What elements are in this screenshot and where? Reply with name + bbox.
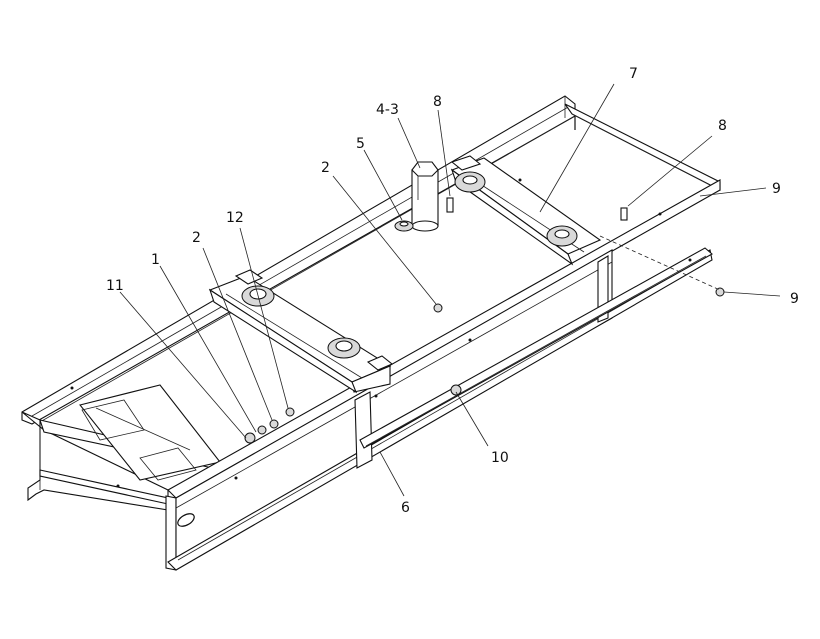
- cylinder-pin: [411, 161, 439, 232]
- callout-4-3: 4-3: [376, 102, 399, 118]
- nut-5: [394, 220, 414, 232]
- callout-2: 2: [192, 230, 201, 246]
- front-rail: [165, 179, 721, 571]
- callout-8: 8: [718, 118, 727, 134]
- callout-9: 9: [790, 291, 799, 307]
- right-crossmember: [450, 155, 602, 266]
- side-channel: [359, 247, 713, 449]
- callout-2: 2: [321, 160, 330, 176]
- callout-5: 5: [356, 136, 365, 152]
- callout-labels: 4-3 8 7 5 8 2 9 12 2 9 1 11 10 6: [106, 66, 799, 516]
- leader-lines: [119, 83, 781, 497]
- callout-8: 8: [433, 94, 442, 110]
- callout-11: 11: [106, 278, 124, 294]
- callout-1: 1: [151, 252, 160, 268]
- callout-6: 6: [401, 500, 410, 516]
- right-end-crossmember: [564, 103, 721, 191]
- callout-7: 7: [629, 66, 638, 82]
- callout-10: 10: [491, 450, 509, 466]
- callout-9: 9: [772, 181, 781, 197]
- callout-12: 12: [226, 210, 244, 226]
- hardware: [70, 178, 725, 488]
- left-crossmember: [208, 269, 394, 394]
